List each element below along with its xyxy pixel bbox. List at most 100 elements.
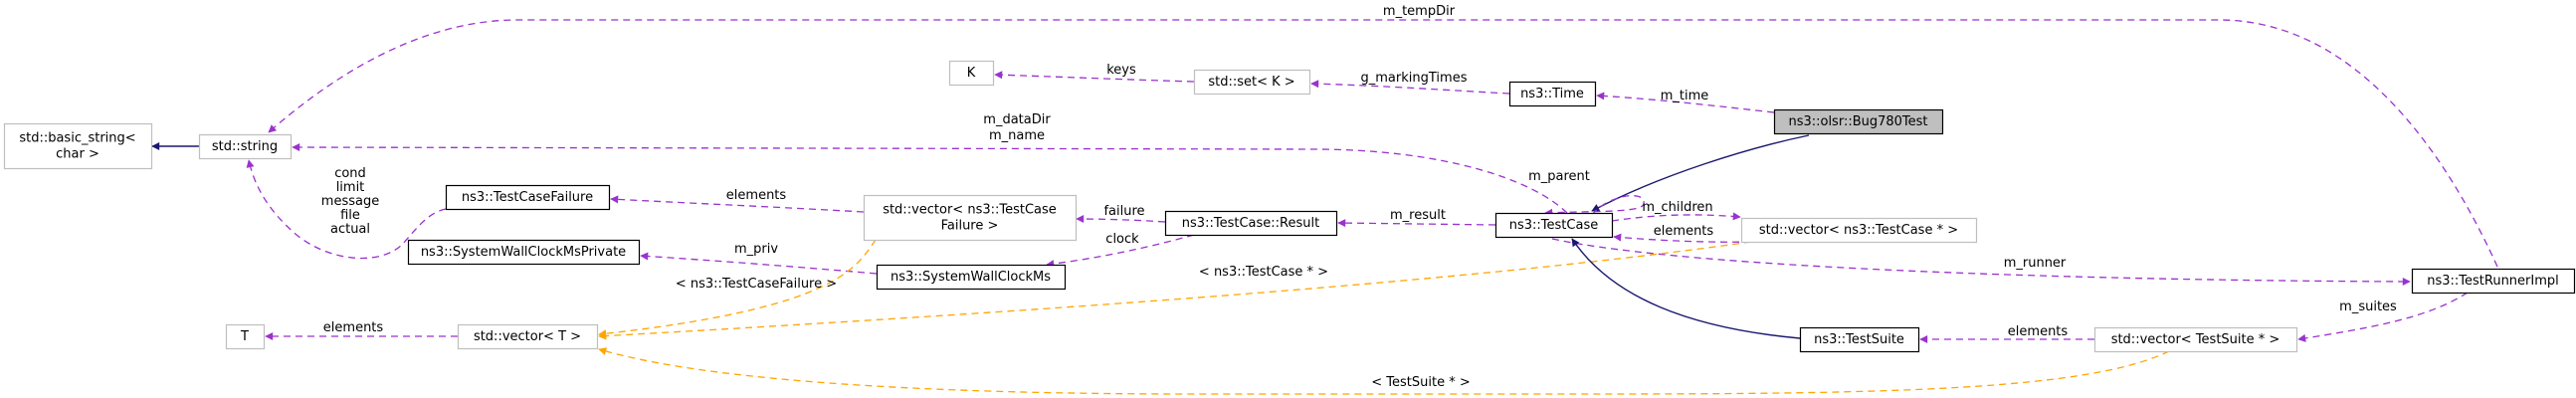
node-label: ns3::TestSuite <box>1814 332 1904 347</box>
node-label: Failure > <box>941 219 999 234</box>
edge-label: m_tempDir <box>1383 4 1456 19</box>
edge-label: elements <box>323 320 384 335</box>
node-vector-testsuite[interactable]: std::vector< TestSuite * > <box>2093 326 2298 353</box>
edge-label: m_time <box>1661 89 1709 103</box>
edge-label: < ns3::TestCaseFailure > <box>676 277 837 292</box>
node-wallclock[interactable]: ns3::SystemWallClockMs <box>876 264 1067 291</box>
node-box <box>3 122 153 170</box>
node-label: ns3::SystemWallClockMs <box>891 270 1051 285</box>
edge-label: m_name <box>989 128 1045 143</box>
node-label: ns3::TestCase::Result <box>1182 216 1319 231</box>
edge-label: m_runner <box>2004 256 2067 271</box>
edge-label: < ns3::TestCase * > <box>1199 265 1328 280</box>
edge-label: m_parent <box>1528 169 1590 184</box>
edge-label: message <box>321 194 379 209</box>
edge-label: m_suites <box>2339 299 2397 314</box>
edge-label: elements <box>726 188 787 203</box>
node-k[interactable]: K <box>948 60 995 87</box>
node-vector-failure[interactable]: std::vector< ns3::TestCaseFailure > <box>863 194 1078 242</box>
edge-testcase-runner <box>1551 238 2411 286</box>
node-testcase[interactable]: ns3::TestCase <box>1494 212 1614 239</box>
node-vector-testcase[interactable]: std::vector< ns3::TestCase * > <box>1740 217 1978 244</box>
node-box <box>407 239 641 266</box>
edge-wallclock-priv <box>640 252 878 275</box>
edge-set-k <box>994 71 1195 83</box>
node-box <box>445 184 611 211</box>
node-label: ns3::TestRunnerImpl <box>2427 274 2559 289</box>
edge-label: limit <box>336 180 365 195</box>
node-box <box>1494 212 1614 239</box>
node-vector-t[interactable]: std::vector< T > <box>457 323 599 350</box>
edge-testsuite-testcase <box>1571 238 1801 339</box>
node-box <box>2093 326 2298 353</box>
edge-testcase-self <box>1544 195 1645 217</box>
edge-label: m_result <box>1390 208 1446 223</box>
node-box <box>1773 108 1944 135</box>
node-label: char > <box>56 147 99 162</box>
node-bug780[interactable]: ns3::olsr::Bug780Test <box>1773 108 1944 135</box>
node-result[interactable]: ns3::TestCase::Result <box>1164 210 1338 237</box>
node-wallclockpriv[interactable]: ns3::SystemWallClockMsPrivate <box>407 239 641 266</box>
edge-label: elements <box>1654 224 1714 239</box>
edge-vectorfailure-vectort <box>598 239 877 338</box>
edge-result-vectorfailure <box>1076 215 1166 224</box>
edge-label: keys <box>1106 63 1136 78</box>
edge-failure-string <box>246 159 447 260</box>
node-label: ns3::Time <box>1520 87 1584 101</box>
node-label: ns3::olsr::Bug780Test <box>1788 114 1927 129</box>
edge-runner-vectortestsuite <box>2297 292 2469 342</box>
node-box <box>1508 81 1597 107</box>
node-box <box>876 264 1067 291</box>
node-time[interactable]: ns3::Time <box>1508 81 1597 107</box>
node-box <box>948 60 995 87</box>
node-testsuite[interactable]: ns3::TestSuite <box>1799 326 1920 353</box>
node-label: ns3::TestCase <box>1509 218 1598 233</box>
edge-label: file <box>340 208 360 223</box>
edge-testcase-string <box>292 143 1568 214</box>
edge-label: g_markingTimes <box>1361 71 1468 86</box>
node-label: std::vector< ns3::TestCase * > <box>1759 223 1958 238</box>
node-label: std::vector< TestSuite * > <box>2111 332 2280 347</box>
edge-vectortestsuite-vectort <box>598 347 2170 395</box>
node-t[interactable]: T <box>225 323 266 350</box>
edge-testcase-result <box>1337 219 1496 228</box>
edge-testrunner-string <box>268 19 2498 268</box>
edge-vectortestcase-vectort <box>598 241 1752 340</box>
edge-vectortestcase-testcase <box>1613 233 1752 243</box>
edge-testcase-vectortestcase <box>1611 212 1741 222</box>
node-label: ns3::TestCaseFailure <box>462 190 593 205</box>
node-set-k[interactable]: std::set< K > <box>1193 69 1311 96</box>
node-string[interactable]: std::string <box>198 133 293 160</box>
edge-label: m_priv <box>734 242 778 257</box>
node-box <box>1164 210 1338 237</box>
node-box <box>1193 69 1311 96</box>
node-basic-string[interactable]: std::basic_string<char > <box>3 122 153 170</box>
node-label: std::string <box>212 139 278 154</box>
edge-label: failure <box>1103 204 1144 219</box>
edge-label: < TestSuite * > <box>1371 375 1470 390</box>
edge-label: cond <box>334 166 366 181</box>
node-box <box>863 194 1078 242</box>
node-label: K <box>967 66 976 81</box>
node-box <box>1799 326 1920 353</box>
edge-time-set <box>1310 80 1510 95</box>
edge-label: clock <box>1105 232 1139 247</box>
node-box <box>198 133 293 160</box>
node-testcasefailure[interactable]: ns3::TestCaseFailure <box>445 184 611 211</box>
node-box <box>225 323 266 350</box>
edge-label: m_children <box>1642 200 1712 215</box>
node-label: std::basic_string< <box>19 131 135 146</box>
edge-bug780-time <box>1596 92 1775 113</box>
edge-label: m_dataDir <box>983 112 1051 127</box>
edge-result-wallclock <box>1046 234 1195 269</box>
node-label: ns3::SystemWallClockMsPrivate <box>421 245 626 260</box>
edge-inherit-bug780-testcase <box>1591 134 1810 212</box>
node-label: std::vector< ns3::TestCase <box>883 203 1057 218</box>
node-label: std::set< K > <box>1208 75 1294 90</box>
node-label: T <box>240 329 249 344</box>
node-testrunnerimpl[interactable]: ns3::TestRunnerImpl <box>2411 268 2576 295</box>
edge-label: actual <box>330 222 370 237</box>
node-box <box>457 323 599 350</box>
node-box <box>2411 268 2576 295</box>
node-box <box>1740 217 1978 244</box>
